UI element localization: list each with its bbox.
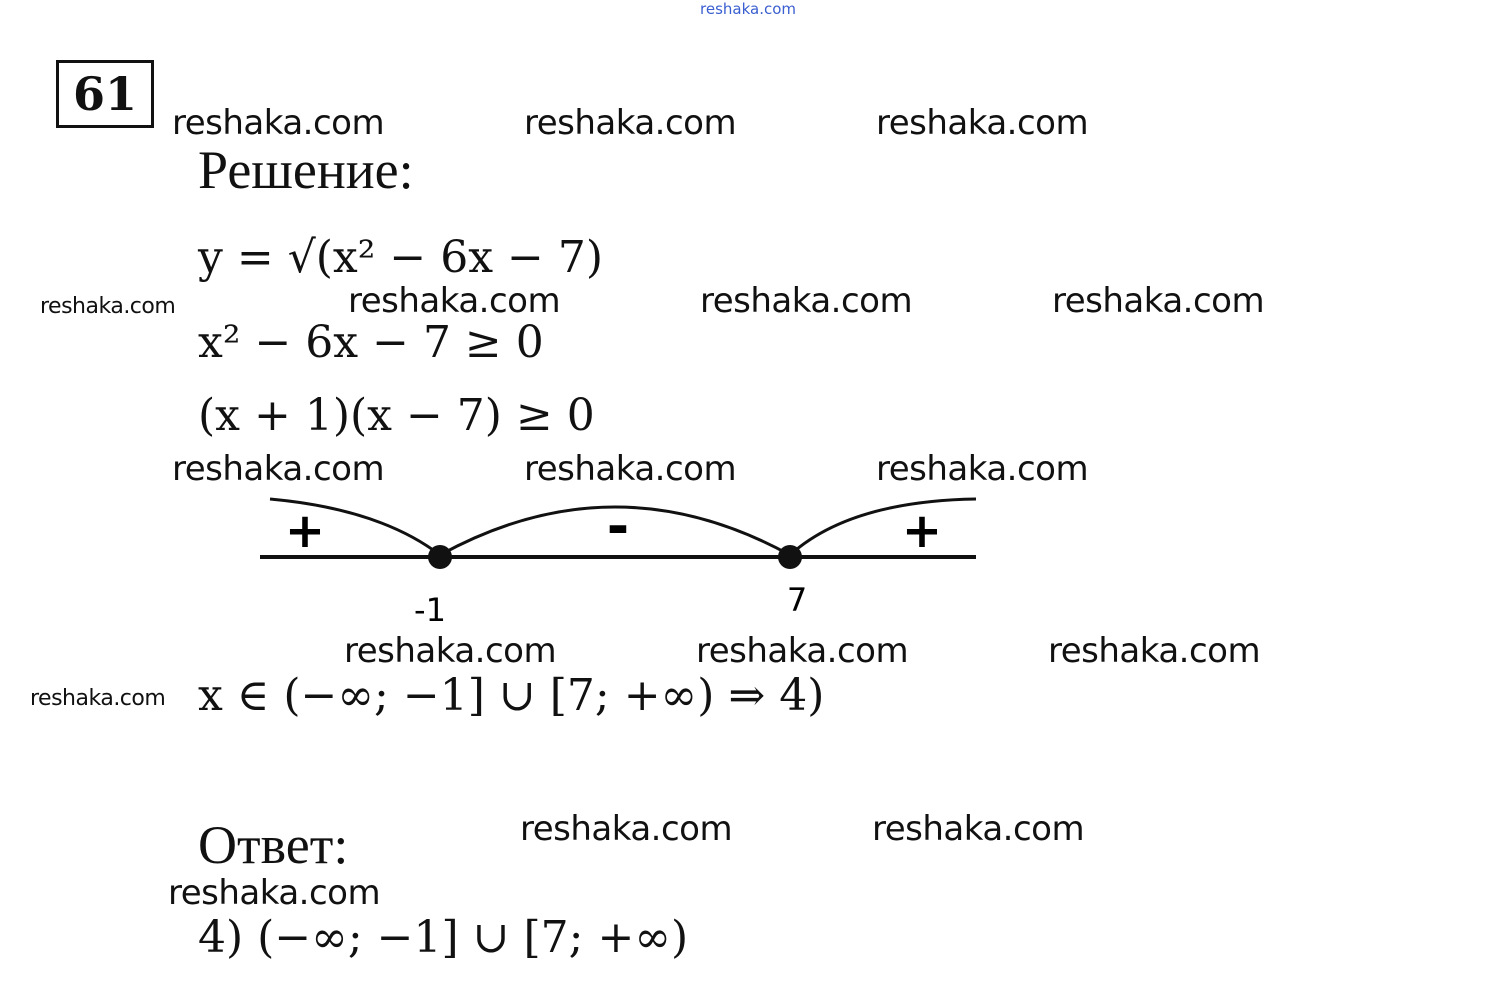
sign-arc xyxy=(269,497,441,557)
sign-label: + xyxy=(902,503,942,559)
sign-label: - xyxy=(607,495,629,558)
problem-number: 61 xyxy=(56,60,154,128)
solution-heading: Решение: xyxy=(198,140,414,200)
watermark: reshaka.com xyxy=(1052,281,1265,321)
watermark: reshaka.com xyxy=(696,631,909,671)
watermark: reshaka.com xyxy=(168,873,381,913)
equation-line-3: (x + 1)(x − 7) ≥ 0 xyxy=(198,394,595,438)
watermark: reshaka.com xyxy=(876,103,1089,143)
watermark: reshaka.com xyxy=(40,294,176,319)
point-label: -1 xyxy=(414,591,446,629)
watermark: reshaka.com xyxy=(876,449,1089,489)
watermark: reshaka.com xyxy=(524,103,737,143)
answer-text: 4) (−∞; −1] ∪ [7; +∞) xyxy=(198,912,689,963)
sign-arc xyxy=(439,505,791,557)
equation-text: y = √(x² − 6x − 7) xyxy=(198,232,604,283)
answer-heading: Ответ: xyxy=(198,815,349,875)
point-label: 7 xyxy=(787,581,807,619)
watermark: reshaka.com xyxy=(30,686,166,711)
point-marker xyxy=(428,545,452,569)
equation-text: (x + 1)(x − 7) ≥ 0 xyxy=(198,390,595,441)
watermark: reshaka.com xyxy=(344,631,557,671)
watermark: reshaka.com xyxy=(520,809,733,849)
watermark: reshaka.com xyxy=(1048,631,1261,671)
watermark: reshaka.com xyxy=(700,281,913,321)
watermark: reshaka.com xyxy=(524,449,737,489)
site-link[interactable]: reshaka.com xyxy=(700,0,796,18)
sign-arc xyxy=(788,497,977,557)
number-line: + - + -1 7 xyxy=(260,495,977,629)
result-line: x ∈ (−∞; −1] ∪ [7; +∞) ⇒ 4) xyxy=(198,670,825,721)
watermark: reshaka.com xyxy=(872,809,1085,849)
sign-label: + xyxy=(285,503,325,559)
watermark: reshaka.com xyxy=(172,449,385,489)
equation-line-2: x² − 6x − 7 ≥ 0 xyxy=(198,321,544,365)
point-marker xyxy=(778,545,802,569)
equation-line-1: y = √(x² − 6x − 7) xyxy=(198,236,603,280)
equation-text: x² − 6x − 7 ≥ 0 xyxy=(198,317,544,368)
watermark: reshaka.com xyxy=(172,103,385,143)
watermark: reshaka.com xyxy=(348,281,561,321)
